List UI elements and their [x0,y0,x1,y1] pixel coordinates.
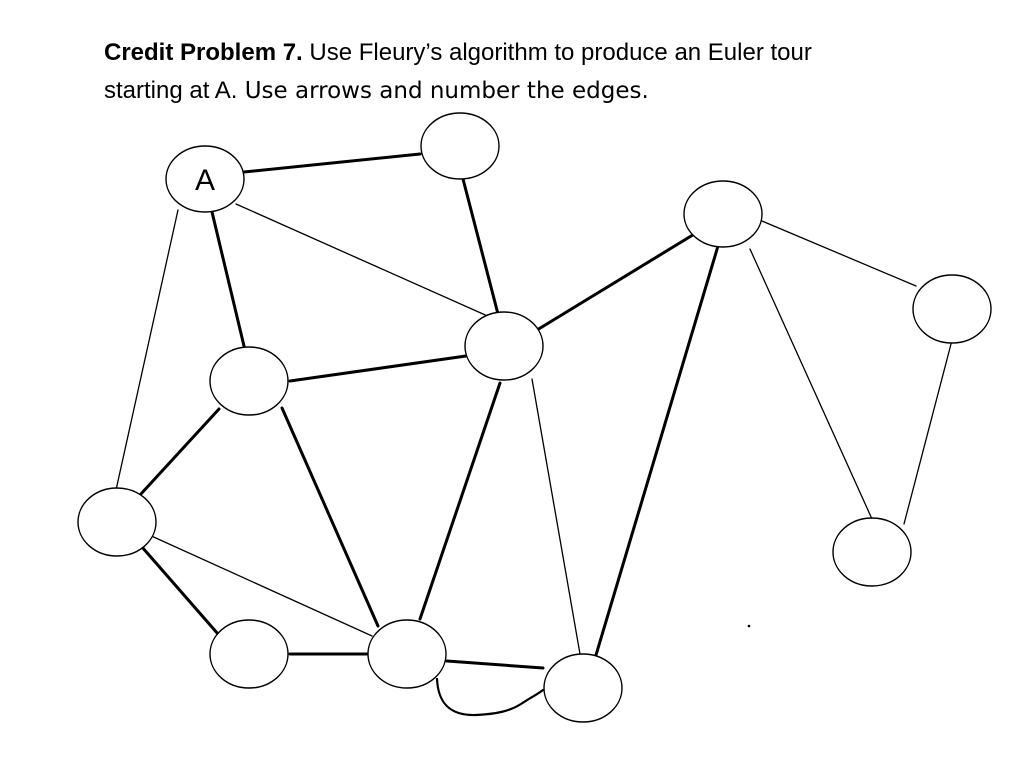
edge-upperright-farright [761,220,917,287]
vertex-upper-right [683,180,763,248]
edge-midleft-center [288,354,468,383]
stray-dot [747,624,751,628]
edge-a-top [242,152,422,174]
edge-left-bottomleft [140,545,220,636]
problem-text-line2-instructions: Use arrows and number the edges. [237,78,649,104]
edge-left-bottomcenter [146,533,373,637]
edge-center-bottomcenter [418,381,502,621]
edge-midleft-left [138,407,221,497]
problem-heading: Credit Problem 7. [104,39,303,66]
vertex-mid-left [209,346,289,416]
edge-top-center [461,177,500,316]
vertex-far-right [912,274,992,344]
vertex-bottom-right [543,653,623,723]
problem-text-line2: starting at A. [104,77,238,104]
edge-bottomcenter-bottomright [445,659,545,670]
edge-upperright-lowerright [749,248,873,520]
graph-edges [115,152,952,717]
vertex-top [420,112,500,180]
edge-midleft-bottomcenter [280,406,380,628]
problem-text-line1: Use Fleury’s algorithm to produce an Eul… [302,39,812,66]
vertex-center [464,311,544,381]
vertex-bottom-center [367,619,447,689]
edge-center-bottomright [531,378,581,655]
edge-farright-lowerright [903,343,952,525]
edge-upperright-bottomright [594,244,720,657]
edge-a-midleft [210,210,246,348]
edge-bottomcenter-bottomright-curve [435,677,545,717]
vertex-left [77,487,157,557]
edge-a-left [115,209,179,491]
vertex-bottom-left [209,619,289,689]
problem-statement: Credit Problem 7. Use Fleury’s algorithm… [104,34,1004,110]
edge-a-center [235,203,493,319]
graph-vertices [77,112,992,723]
edge-center-upperright [535,231,698,332]
vertex-a [165,145,245,213]
vertex-a-label: A [195,164,215,197]
vertex-lower-right [832,517,912,587]
